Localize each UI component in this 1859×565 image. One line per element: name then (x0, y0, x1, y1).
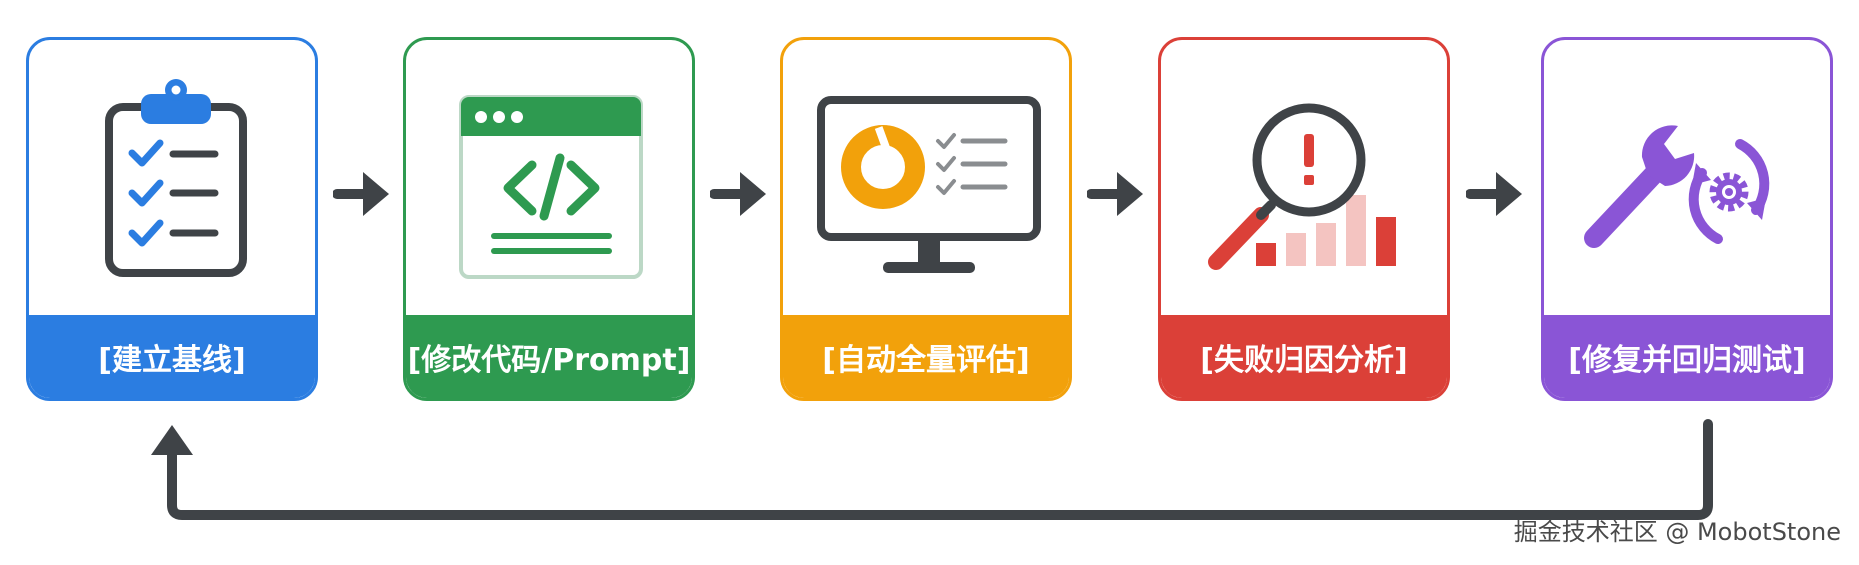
step-label-failure-analysis: [失败归因分析] (1161, 315, 1447, 398)
clipboard-checklist-icon (105, 79, 247, 277)
step-icon-area (783, 40, 1069, 321)
monitor-dashboard-icon (817, 96, 1041, 273)
step-label-auto-evaluation: [自动全量评估] (783, 315, 1069, 398)
step-icon-area (1544, 40, 1830, 321)
arrow-right-icon (1466, 172, 1522, 216)
step-label-modify-code: [修改代码/Prompt] (406, 315, 692, 398)
step-icon-area (29, 40, 315, 321)
watermark: 掘金技术社区 @ MobotStone (1513, 518, 1841, 546)
step-card-fix-regression: [修复并回归测试] (1541, 37, 1833, 401)
wrench-gear-cycle-icon (1584, 125, 1770, 248)
arrow-right-icon (333, 172, 389, 216)
arrow-right-icon (1087, 172, 1143, 216)
arrow-right-icon (710, 172, 766, 216)
step-icon-area (406, 40, 692, 321)
step-card-auto-evaluation: [自动全量评估] (780, 37, 1072, 401)
step-card-baseline: [建立基线] (26, 37, 318, 401)
magnifier-alert-icon (1208, 103, 1396, 270)
step-label-baseline: [建立基线] (29, 315, 315, 398)
step-icon-area (1161, 40, 1447, 321)
step-card-modify-code: [修改代码/Prompt] (403, 37, 695, 401)
code-window-icon (459, 95, 643, 279)
step-label-fix-regression: [修复并回归测试] (1544, 315, 1830, 398)
step-card-failure-analysis: [失败归因分析] (1158, 37, 1450, 401)
